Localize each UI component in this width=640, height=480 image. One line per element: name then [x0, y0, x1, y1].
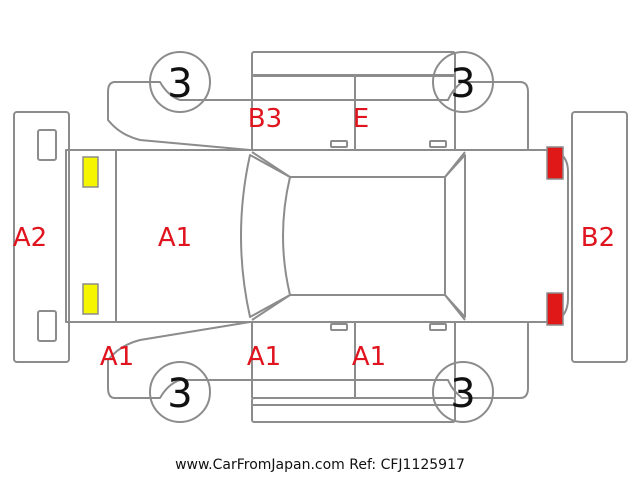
body-outline: [65, 149, 569, 323]
windshield-outline: [240, 154, 291, 318]
headlight-bottom: [82, 283, 99, 315]
front-door-handle-top: [330, 140, 348, 148]
side-top-running-board: [251, 51, 456, 77]
front-bumper-slot-top: [37, 129, 57, 161]
watermark-reference: www.CarFromJapan.com Ref: CFJ1125917: [175, 457, 465, 473]
mark-hood: A1: [158, 223, 192, 253]
mark-rear-door-bottom: A1: [352, 342, 386, 372]
wheel-front-left-number: 3: [167, 61, 192, 107]
mark-front-bumper: A2: [13, 223, 47, 253]
side-bottom-outline: [107, 321, 529, 399]
mark-front-fender-bottom: A1: [100, 342, 134, 372]
side-top-outline: [107, 81, 529, 151]
front-bumper-slot-bottom: [37, 310, 57, 342]
pillar-front-top: [251, 151, 291, 178]
rear-door-handle-top: [429, 140, 447, 148]
headlight-top: [82, 156, 99, 188]
front-bumper-outline: [13, 111, 70, 363]
rear-window-outline: [444, 154, 466, 318]
mark-front-door-bottom: A1: [247, 342, 281, 372]
side-bottom-running-board: [251, 397, 456, 423]
pillar-front-bottom: [251, 294, 291, 321]
mark-rear-door-top: E: [353, 104, 369, 134]
wheel-rear-right-number: 3: [450, 371, 475, 417]
roof-outline: [290, 176, 446, 296]
wheel-rear-left-circle: [432, 51, 494, 113]
wheel-rear-left-number: 3: [450, 61, 475, 107]
taillight-top: [546, 146, 564, 180]
front-door-handle-bottom: [330, 323, 348, 331]
pillar-rear-top: [444, 151, 466, 178]
rear-bumper-outline: [571, 111, 628, 363]
wheel-rear-right-circle: [432, 361, 494, 423]
wheel-front-right-number: 3: [167, 371, 192, 417]
rear-door-handle-bottom: [429, 323, 447, 331]
mark-front-door-top: B3: [248, 104, 282, 134]
wheel-front-right-circle: [149, 361, 211, 423]
mark-rear-bumper: B2: [581, 223, 615, 253]
pillar-rear-bottom: [444, 294, 466, 321]
taillight-bottom: [546, 292, 564, 326]
wheel-front-left-circle: [149, 51, 211, 113]
